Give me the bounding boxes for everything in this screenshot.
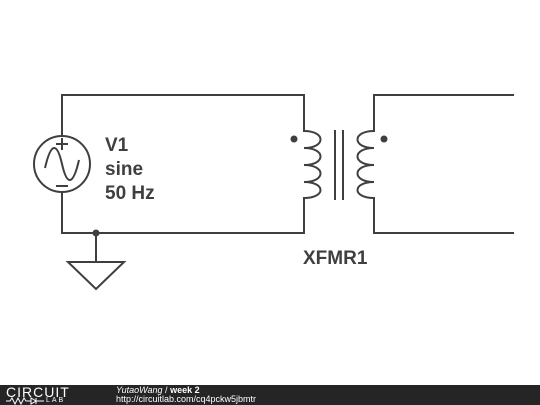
logo-resistor-diode-icon bbox=[6, 397, 44, 405]
transformer-primary-coil bbox=[303, 130, 322, 199]
sine-voltage-source-symbol bbox=[33, 135, 91, 193]
circuit-title[interactable]: week 2 bbox=[170, 385, 200, 395]
circuit-url[interactable]: http://circuitlab.com/cq4pckw5jbmtr bbox=[116, 394, 257, 404]
source-frequency-label: 50 Hz bbox=[105, 183, 155, 204]
secondary-polarity-dot bbox=[380, 135, 388, 143]
transformer-secondary-coil bbox=[356, 130, 375, 199]
transformer-core bbox=[334, 130, 344, 200]
logo-text-circuit: CIRCUIT bbox=[6, 384, 70, 400]
primary-polarity-dot bbox=[290, 135, 298, 143]
footer-bar: CIRCUIT LAB YutaoWang / week 2 http://ci… bbox=[0, 385, 540, 405]
logo-text-lab: LAB bbox=[46, 397, 66, 404]
author-title-separator: / bbox=[162, 385, 171, 395]
author-name[interactable]: YutaoWang bbox=[116, 385, 163, 395]
ground-symbol bbox=[65, 233, 127, 291]
transformer-name-label: XFMR1 bbox=[303, 248, 368, 269]
source-type-label: sine bbox=[105, 159, 143, 180]
wire-source-bottom bbox=[61, 191, 305, 234]
wire-secondary-bottom bbox=[373, 197, 514, 234]
circuit-meta: YutaoWang / week 2 http://circuitlab.com… bbox=[116, 386, 256, 404]
circuitlab-logo[interactable]: CIRCUIT LAB bbox=[6, 385, 94, 405]
schematic-canvas: V1 sine 50 Hz XFMR1 bbox=[33, 94, 514, 291]
wire-secondary-top bbox=[373, 94, 514, 132]
source-name-label: V1 bbox=[105, 135, 129, 156]
wire-top-left bbox=[61, 94, 305, 132]
